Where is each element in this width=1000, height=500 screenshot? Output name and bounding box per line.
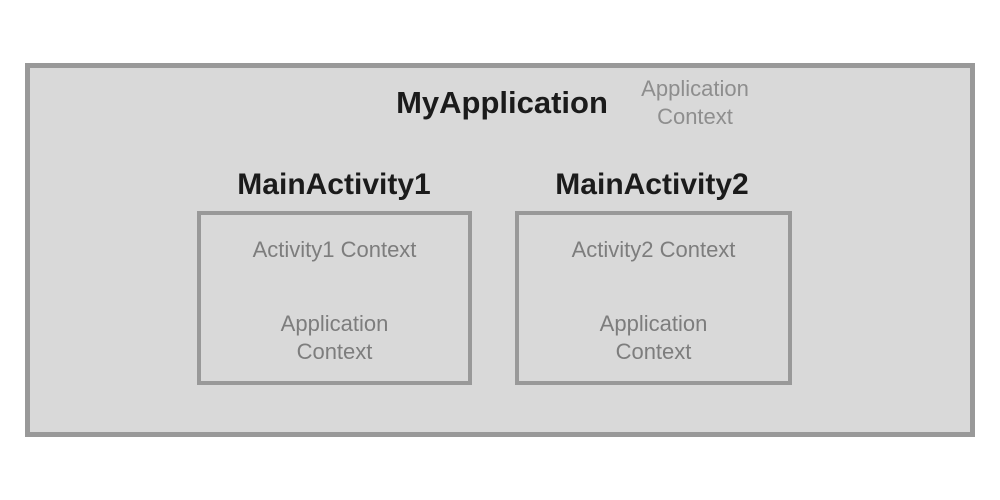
activity2-context-label: Activity2 Context [571, 237, 736, 262]
activity2-box: Activity2 Context Application Context [515, 211, 792, 385]
activity1-box: Activity1 Context Application Context [197, 211, 472, 385]
activity1-title: MainActivity1 [237, 168, 431, 201]
activity2-title: MainActivity2 [555, 168, 749, 201]
application-title: MyApplication [396, 85, 608, 120]
application-context-label: Application Context [641, 76, 749, 129]
activity1-application-context-label: Application Context [280, 311, 389, 364]
activity1-context-label: Activity1 Context [252, 237, 417, 262]
activity2-application-context-label: Application Context [599, 311, 708, 364]
application-box: MyApplication Application Context MainAc… [25, 63, 975, 437]
